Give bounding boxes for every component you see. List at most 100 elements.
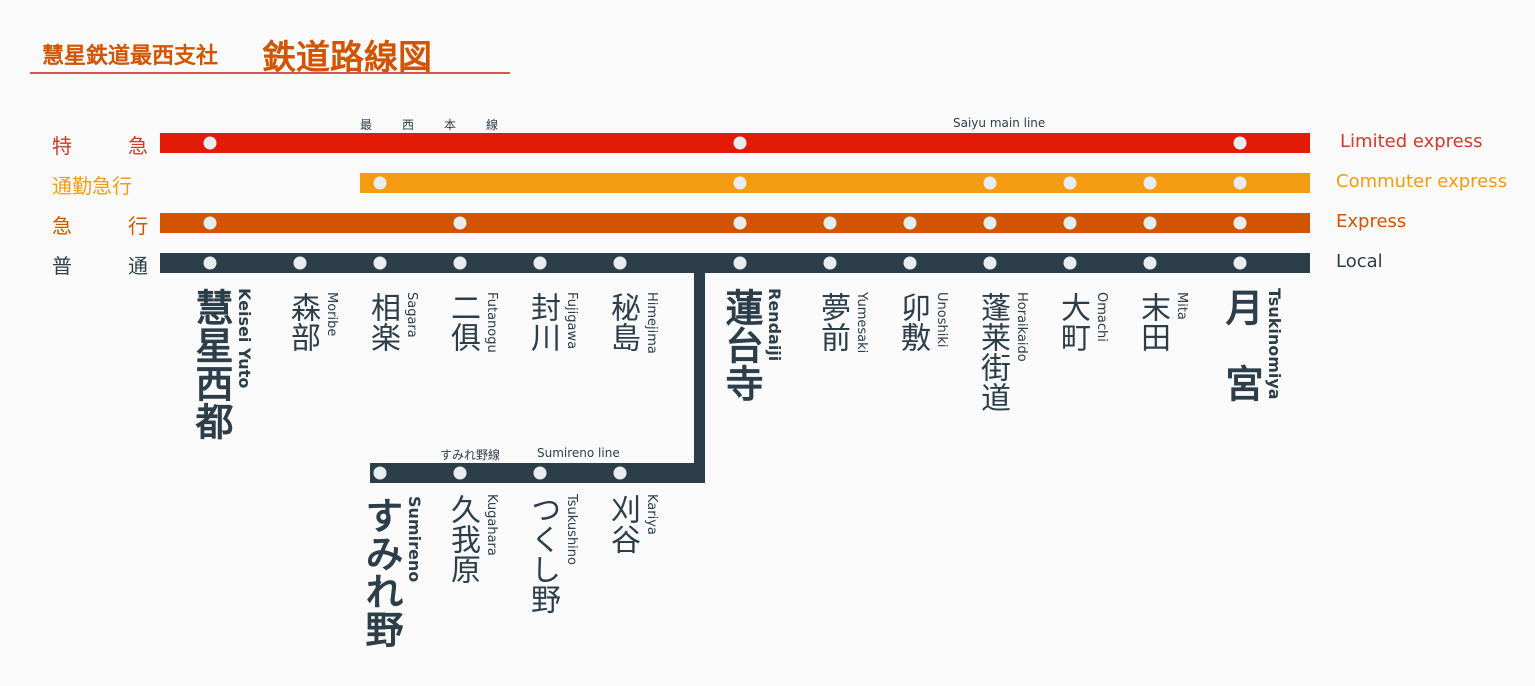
express-service-name-en: Express — [1336, 211, 1407, 232]
station-stop-dot — [1233, 256, 1247, 270]
station-name-en: Omachi — [1094, 292, 1109, 342]
station-name-en: Himejima — [644, 292, 659, 354]
station-stop-dot — [733, 216, 747, 230]
local-service-label: 普通 — [52, 250, 148, 279]
station-name-en: Sagara — [404, 292, 419, 338]
station-label[interactable]: 森部 Moribe — [285, 292, 339, 352]
service-label-char: 急 — [52, 214, 72, 238]
station-stop-dot — [373, 176, 387, 190]
station-stop-dot — [823, 216, 837, 230]
commuter-line-bar — [360, 173, 1310, 193]
station-name-jp: 封川 — [525, 292, 560, 352]
station-stop-dot — [983, 256, 997, 270]
station-stop-dot — [1233, 176, 1247, 190]
station-stop-dot — [203, 216, 217, 230]
branch-line-name-jp: すみれ野線 — [440, 448, 501, 462]
service-label-char: 通 — [128, 254, 148, 278]
station-stop-dot — [1233, 216, 1247, 230]
station-stop-dot — [1143, 256, 1157, 270]
station-name-jp: 蓬莱街道 — [975, 292, 1010, 412]
station-label[interactable]: 相楽 Sagara — [365, 292, 419, 352]
station-stop-dot — [373, 466, 387, 480]
limited-service-name-en: Limited express — [1340, 131, 1483, 152]
station-name-jp: すみれ野 — [359, 496, 403, 648]
station-stop-dot — [613, 466, 627, 480]
station-name-jp: 蓮台寺 — [719, 288, 763, 402]
station-stop-dot — [293, 256, 307, 270]
commuter-service-label: 通勤急行 — [52, 170, 148, 199]
station-name-jp: 月 宮 — [1219, 288, 1263, 402]
station-name-en: Kugahara — [484, 494, 499, 556]
main-line-char: 線 — [486, 118, 499, 132]
station-label[interactable]: 夢前 Yumesaki — [815, 292, 869, 353]
station-stop-dot — [1143, 176, 1157, 190]
service-label-char: 特 — [52, 134, 72, 158]
station-stop-dot — [983, 216, 997, 230]
station-name-jp: 二俱 — [445, 292, 480, 352]
station-stop-dot — [733, 136, 747, 150]
station-label[interactable]: 刈谷 Kariya — [605, 494, 659, 554]
station-name-en: Kariya — [644, 494, 659, 535]
station-label[interactable]: 封川 Fujigawa — [525, 292, 579, 352]
station-stop-dot — [1063, 216, 1077, 230]
station-stop-dot — [203, 256, 217, 270]
page-title: 鉄道路線図 — [262, 38, 432, 78]
station-label[interactable]: 久我原 Kugahara — [445, 494, 499, 584]
main-line-name-en: Saiyu main line — [953, 116, 1046, 130]
station-name-jp: 久我原 — [445, 494, 480, 584]
station-stop-dot — [1063, 256, 1077, 270]
station-stop-dot — [903, 256, 917, 270]
station-name-en: Mita — [1174, 292, 1189, 320]
station-stop-dot — [453, 216, 467, 230]
station-name-en: Tsukinomiya — [1265, 288, 1284, 400]
title-underline — [30, 72, 510, 74]
main-line-name-jp: 最 西 本 線 — [360, 116, 498, 133]
station-name-en: Yumesaki — [854, 292, 869, 354]
main-line-char: 最 — [360, 118, 373, 132]
station-stop-dot — [453, 256, 467, 270]
commuter-service-name-en: Commuter express — [1336, 171, 1507, 192]
station-stop-dot — [373, 256, 387, 270]
service-label-char: 通勤急行 — [52, 174, 132, 198]
station-label[interactable]: 蓬莱街道 Horaikaido — [975, 292, 1029, 412]
station-name-jp: 夢前 — [815, 292, 850, 352]
service-label-char: 普 — [52, 254, 72, 278]
station-stop-dot — [613, 256, 627, 270]
station-name-jp: 森部 — [285, 292, 320, 352]
station-name-en: Sumireno — [405, 496, 424, 583]
station-stop-dot — [453, 466, 467, 480]
local-service-name-en: Local — [1336, 251, 1383, 272]
station-name-jp: 相楽 — [365, 292, 400, 352]
service-label-char: 急 — [128, 134, 148, 158]
station-stop-dot — [1143, 216, 1157, 230]
station-stop-dot — [533, 256, 547, 270]
station-stop-dot — [903, 216, 917, 230]
company-name: 慧星鉄道最西支社 — [42, 44, 219, 69]
limited-service-label: 特急 — [52, 130, 148, 159]
station-stop-dot — [733, 176, 747, 190]
station-name-en: Moribe — [324, 292, 339, 337]
station-name-en: Keisei Yuto — [235, 288, 254, 389]
station-name-jp: 慧星西都 — [189, 288, 233, 440]
station-name-en: Fujigawa — [564, 292, 579, 350]
station-name-en: Horaikaido — [1014, 292, 1029, 362]
branch-connector — [694, 263, 705, 483]
station-stop-dot — [203, 136, 217, 150]
station-stop-dot — [733, 256, 747, 270]
station-name-en: Tsukushino — [564, 494, 579, 565]
station-name-jp: 刈谷 — [605, 494, 640, 554]
station-name-jp: 卯敷 — [895, 292, 930, 352]
station-name-en: Rendaiji — [765, 288, 784, 362]
express-service-label: 急行 — [52, 210, 148, 239]
service-label-char: 行 — [128, 214, 148, 238]
